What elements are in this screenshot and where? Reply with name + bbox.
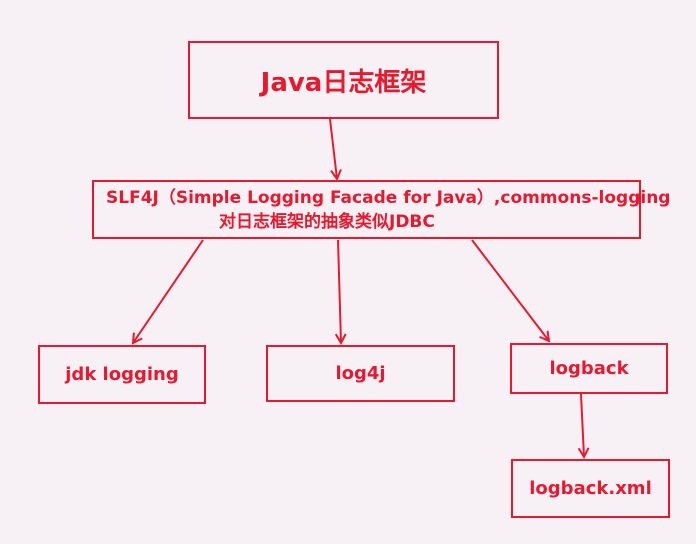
node-facade-line2: 对日志框架的抽象类似JDBC <box>219 212 435 232</box>
node-root-label: Java日志框架 <box>260 67 427 98</box>
node-java-logging-frameworks: Java日志框架 <box>188 41 499 119</box>
node-jdk-label: jdk logging <box>65 364 179 385</box>
node-log4j: log4j <box>266 345 455 402</box>
node-facade-line1: SLF4J（Simple Logging Facade for Java）,co… <box>106 188 671 208</box>
node-logback-label: logback <box>549 358 629 379</box>
node-logging-facade: SLF4J（Simple Logging Facade for Java）,co… <box>92 180 670 239</box>
node-logback-xml-label: logback.xml <box>529 478 652 499</box>
edge-facade-to-logback <box>471 239 549 341</box>
node-log4j-label: log4j <box>335 363 386 384</box>
node-jdk-logging: jdk logging <box>38 345 206 404</box>
edge-facade-to-jdk <box>133 239 204 343</box>
edge-facade-to-log4j <box>338 239 341 343</box>
node-logback: logback <box>510 343 668 394</box>
node-logback-xml: logback.xml <box>511 459 670 518</box>
edge-root-to-facade <box>329 118 337 179</box>
edge-logback-to-logback-xml <box>581 393 584 457</box>
